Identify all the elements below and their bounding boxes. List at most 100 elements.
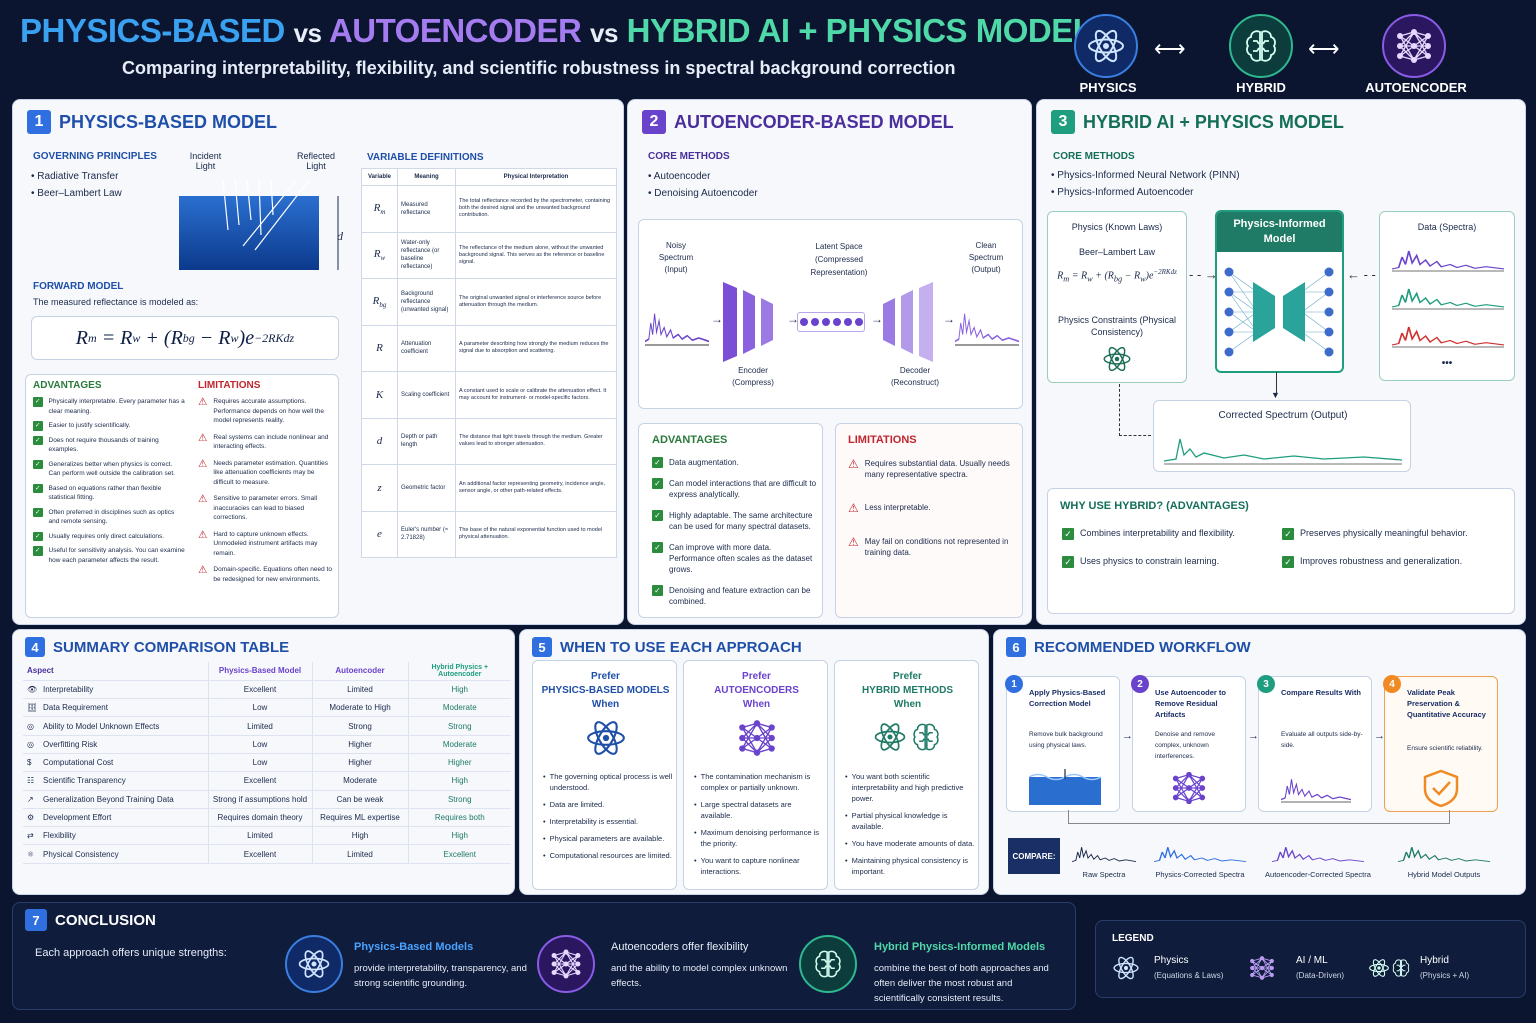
brain-icon [873, 717, 943, 762]
check-icon: ✓ [33, 421, 43, 431]
value-cell: Moderate [407, 698, 511, 718]
aspect-label: Generalization Beyond Training Data [43, 794, 174, 804]
value-cell: Higher [407, 753, 511, 773]
icon-label-autoencoder: AUTOENCODER [1365, 80, 1467, 95]
title-autoencoder: AUTOENCODER [328, 12, 582, 49]
value-cell: Excellent [207, 680, 312, 700]
core-methods-list: • Autoencoder• Denoising Autoencoder [648, 171, 758, 199]
approach-heading-line: When [591, 699, 620, 710]
bullet: • [694, 856, 697, 865]
network-icon [1155, 769, 1209, 812]
known-laws-label: Physics (Known Laws) [1071, 222, 1163, 232]
chart-icon [1281, 769, 1351, 808]
warning-icon: ⚠ [198, 493, 208, 505]
advantage-item: ✓Useful for sensitivity analysis. You ca… [33, 546, 185, 565]
step-desc: Evaluate all outputs side-by-side. [1281, 731, 1363, 749]
variable-meaning: Depth or path length [397, 417, 456, 465]
step-title: Compare Results With [1281, 688, 1361, 697]
legend: LEGEND Physics (Equations & Laws) AI / M… [1095, 920, 1526, 998]
step-number: 2 [1131, 675, 1149, 693]
bullet: • [845, 772, 848, 781]
down-arrow-line [1276, 372, 1277, 394]
decoder-block [883, 282, 933, 362]
dollar-icon: $ [27, 758, 32, 768]
list-item: •The governing optical process is well u… [543, 771, 673, 793]
depth-label: d [337, 229, 344, 243]
limitation-item: ⚠ Sensitive to parameter errors. Small in… [198, 494, 333, 523]
value-cell: Limited [207, 826, 312, 846]
list-item: •Interpretability is essential. [543, 816, 673, 827]
limitations-heading: LIMITATIONS [198, 380, 261, 391]
incident-light-label: Incident Light [189, 151, 222, 171]
item-text: Data are limited. [549, 800, 605, 809]
item-text: Easier to justify scientifically. [48, 422, 131, 429]
bullet: • [543, 772, 546, 781]
advantage-item: ✓Denoising and feature extraction can be… [652, 585, 817, 607]
value-cell: Low [207, 698, 312, 718]
item-text: Maintaining physical consistency is impo… [851, 856, 968, 876]
bullet: • [543, 834, 546, 843]
approach-heading-line: AUTOENCODERS [714, 685, 799, 696]
compare-connector [1068, 810, 1450, 824]
network-icon [736, 717, 778, 764]
aspect-cell: ⚙ Development Effort [23, 808, 208, 828]
item-text: You want to capture nonlinear interactio… [700, 856, 800, 876]
network-icon [537, 935, 595, 993]
approach-list: •You want both scientific interpretabili… [845, 771, 975, 883]
double-arrow-icon: ⟷ [1154, 36, 1186, 61]
limitation-item: ⚠Domain-specific. Equations often need t… [198, 565, 333, 584]
list-item: •You have moderate amounts of data. [845, 838, 975, 849]
step-desc: Ensure scientific reliability. [1407, 745, 1483, 752]
advantage-item: ✓Data augmentation. [652, 457, 817, 468]
variable-interpretation: A parameter describing how strongly the … [455, 324, 617, 372]
advantage-item: ✓Usually requires only direct calculatio… [33, 531, 185, 541]
value-cell: Limited [311, 680, 408, 700]
item-text: Sensitive to parameter errors. Small ina… [213, 495, 318, 521]
why-hybrid-heading: WHY USE HYBRID? (ADVANTAGES) [1060, 500, 1249, 512]
gear-icon: ⚙ [27, 813, 35, 823]
aspect-label: Overfitting Risk [43, 739, 98, 749]
spectrum-plot-purple [1392, 242, 1504, 272]
encoder-label: Encoder(Compress) [732, 366, 774, 387]
value-cell: Strong [407, 716, 511, 736]
aspect-cell: 👁Interpretability [23, 680, 208, 700]
target-icon: ◎ [27, 739, 34, 749]
list-item: •Computational resources are limited. [543, 850, 673, 861]
aspect-label: Scientific Transparency [43, 776, 126, 786]
section-heading: VARIABLE DEFINITIONS [367, 152, 484, 163]
item-text: Data augmentation. [669, 458, 739, 467]
value-cell: Excellent [207, 771, 312, 791]
variable-interpretation: The base of the natural exponential func… [455, 510, 617, 558]
limitation-item: ⚠Requires substantial data. Usually need… [848, 458, 1013, 480]
value-cell: Moderate to High [311, 698, 408, 718]
conclusion-hybrid-title: Hybrid Physics-Informed Models [874, 941, 1046, 953]
physics-informed-model-label: Physics-Informed Model [1217, 212, 1342, 252]
value-cell: Requires both [407, 808, 511, 828]
advantage-item: ✓Physically interpretable. Every paramet… [33, 397, 185, 416]
step-desc: Denoise and remove complex, unknown inte… [1155, 731, 1215, 760]
document-icon: ☷ [27, 776, 35, 786]
value-cell: Excellent [407, 844, 511, 864]
aspect-label: Development Effort [43, 813, 112, 823]
page-subtitle: Comparing interpretability, flexibility,… [122, 58, 956, 78]
corrected-spectrum-box: Corrected Spectrum (Output) [1153, 400, 1411, 472]
advantage-item: ✓Often preferred in disciplines such as … [33, 507, 185, 527]
item-text: Does not require thousands of training e… [48, 436, 159, 454]
item-text: The contamination mechanism is complex o… [700, 772, 811, 792]
item-text: Usually requires only direct calculation… [48, 532, 165, 540]
output-spectrum-plot [1154, 840, 1246, 869]
network-icon [1248, 954, 1276, 982]
aspect-label: Data Requirement [43, 703, 108, 713]
atom-icon [285, 935, 343, 993]
item-text: Interpretability is essential. [549, 817, 639, 826]
item-text: Maximum denoising performance is the pri… [700, 828, 820, 848]
limitation-item: ⚠Hard to capture unknown effects. Unmode… [198, 529, 333, 559]
